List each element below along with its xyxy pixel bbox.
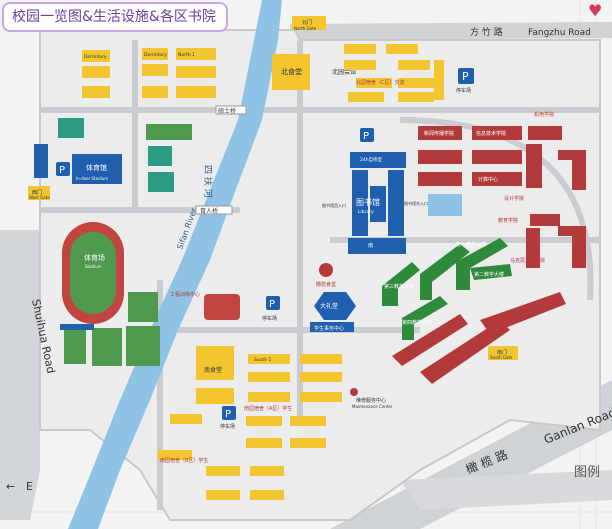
stadium-en: Stadium xyxy=(85,264,102,269)
academic-buildings-east[interactable] xyxy=(526,126,586,268)
college-label-1: 新闻传播学院 xyxy=(424,130,454,137)
gym-annex[interactable] xyxy=(34,144,48,178)
north-west-dorm-blocks[interactable] xyxy=(82,48,216,98)
west-gate[interactable] xyxy=(28,186,50,200)
academic-buildings-southeast[interactable] xyxy=(392,292,566,384)
college-label-3: 计算中心 xyxy=(478,176,498,183)
auditorium[interactable] xyxy=(314,292,356,320)
art-school-label: 马克思主义学院 xyxy=(510,257,545,264)
ganlan-canteen-label: 橄榄食堂 xyxy=(316,281,336,288)
engineering-cn: 工程训练中心 xyxy=(170,291,200,298)
maintenance-marker-icon xyxy=(350,388,358,396)
south-canteen[interactable] xyxy=(196,346,234,380)
ganlan-side-road xyxy=(400,470,612,510)
north-canteen-cn: 北食堂 xyxy=(281,67,302,76)
south-canteen-cn: 南食堂 xyxy=(204,366,222,374)
south-dorm-b-label: 南园宿舍（B区）学生 xyxy=(160,457,208,464)
legend-label[interactable]: 图例 xyxy=(574,465,600,480)
south-dorm-blocks[interactable] xyxy=(158,354,342,500)
south-gate[interactable] xyxy=(488,346,518,360)
stadium-cn: 体育场 xyxy=(84,253,105,262)
north-east-dorm-blocks[interactable] xyxy=(344,44,444,102)
library-24h: 24h自修室 xyxy=(360,156,383,163)
academic-buildings-top[interactable] xyxy=(418,126,522,186)
library[interactable] xyxy=(348,152,406,254)
teaching-1-label: 第一教学大楼 xyxy=(456,241,486,248)
maintenance-en: Maintenance Center xyxy=(352,404,393,409)
design-school-label: 设计学院 xyxy=(504,195,524,202)
library-east-entrance: 图书馆东入口 xyxy=(404,200,428,206)
north-hall-cn: 北园会馆 xyxy=(332,68,356,76)
south-gate-cn: 南门 xyxy=(497,349,507,356)
west-gate-cn: 西门 xyxy=(32,189,42,196)
teaching-buildings[interactable] xyxy=(382,238,512,340)
parking-south-label: 停车场 xyxy=(220,423,235,430)
mechanics-label: 机电学院 xyxy=(534,111,554,118)
maintenance-cn: 维修服务中心 xyxy=(356,397,386,404)
north-gate-cn: 北门 xyxy=(302,19,312,26)
fangzhu-road xyxy=(290,22,612,40)
library-west-entrance: 图书馆西入口 xyxy=(322,202,346,208)
tennis-courts xyxy=(58,118,192,192)
engineering-center[interactable] xyxy=(204,294,240,320)
west-gate-en: West Gate xyxy=(29,195,50,200)
fangzhu-road-en: Fangzhu Road xyxy=(528,28,591,38)
north-dorm-c-label: 北园宿舍（C区）交流 xyxy=(356,79,405,86)
south-dorm-label-1: South 1 xyxy=(254,357,272,363)
parking-south-p: P xyxy=(225,409,231,420)
bridge-middle xyxy=(195,205,233,215)
sports-fields xyxy=(60,292,160,366)
bridge-middle-label: 育人桥 xyxy=(200,207,218,215)
stadium[interactable] xyxy=(62,222,124,324)
student-affairs-cn: 学生事务中心 xyxy=(314,325,344,332)
parking-south-icon[interactable] xyxy=(222,406,236,420)
parking-north-icon[interactable] xyxy=(458,68,474,84)
dorm-north-label-1: Dormitory xyxy=(84,54,107,60)
gym-cn: 体育馆 xyxy=(86,163,107,172)
college-label-2: 信息技术学院 xyxy=(476,130,506,137)
parking-middle-label: 停车场 xyxy=(262,315,277,322)
north-gate-en: North Gate xyxy=(294,26,317,31)
compass-e: E xyxy=(26,480,33,493)
south-gate-en: South Gate xyxy=(490,355,513,360)
teaching-3-label: 第三教学大楼 xyxy=(384,283,414,290)
student-affairs-center[interactable] xyxy=(310,322,354,332)
parking-gym-icon[interactable] xyxy=(56,162,70,176)
north-canteen[interactable] xyxy=(272,54,310,90)
river-cn-label: 四 扶 河 xyxy=(202,165,214,198)
bridge-north xyxy=(215,105,247,115)
teaching-2-label: 第二教学大楼 xyxy=(474,271,504,278)
map-title: 校园一览图&生活设施&各区书院 xyxy=(2,2,228,32)
gym-en: In-door Stadium xyxy=(76,176,108,181)
parking-middle-p: P xyxy=(269,299,275,310)
library-cn: 图书馆 xyxy=(356,197,380,207)
bridge-north-label: 硕士桥 xyxy=(218,107,236,115)
parking-library-p: P xyxy=(363,131,369,142)
library-south: 南 xyxy=(368,242,373,249)
compass-arrow-icon: ← xyxy=(6,480,15,493)
parking-middle-icon[interactable] xyxy=(266,296,280,310)
south-dorm-a-label: 南园宿舍（A区）学生 xyxy=(244,405,292,412)
parking-north-label: 停车场 xyxy=(456,87,471,94)
shuihua-road xyxy=(0,230,40,520)
library-pond xyxy=(428,194,462,216)
library-en: Library xyxy=(358,209,374,215)
dorm-north-label-3: North 1 xyxy=(178,52,195,58)
fangzhu-road-cn: 方 竹 路 xyxy=(470,26,503,38)
teaching-4-label: 第四教学大楼 xyxy=(402,319,432,326)
auditorium-cn: 大礼堂 xyxy=(320,302,338,310)
parking-library-icon[interactable] xyxy=(360,128,374,142)
parking-north-p: P xyxy=(462,70,469,83)
parking-gym-p: P xyxy=(59,165,65,176)
dorm-north-label-2: Dormitory xyxy=(144,52,167,58)
gym-building[interactable] xyxy=(72,154,122,184)
edu-school-label: 教育学院 xyxy=(498,217,518,224)
river xyxy=(68,0,282,529)
north-gate[interactable] xyxy=(292,16,326,30)
heart-icon: ♥ xyxy=(588,1,603,20)
canteen-marker-icon[interactable] xyxy=(319,263,333,277)
